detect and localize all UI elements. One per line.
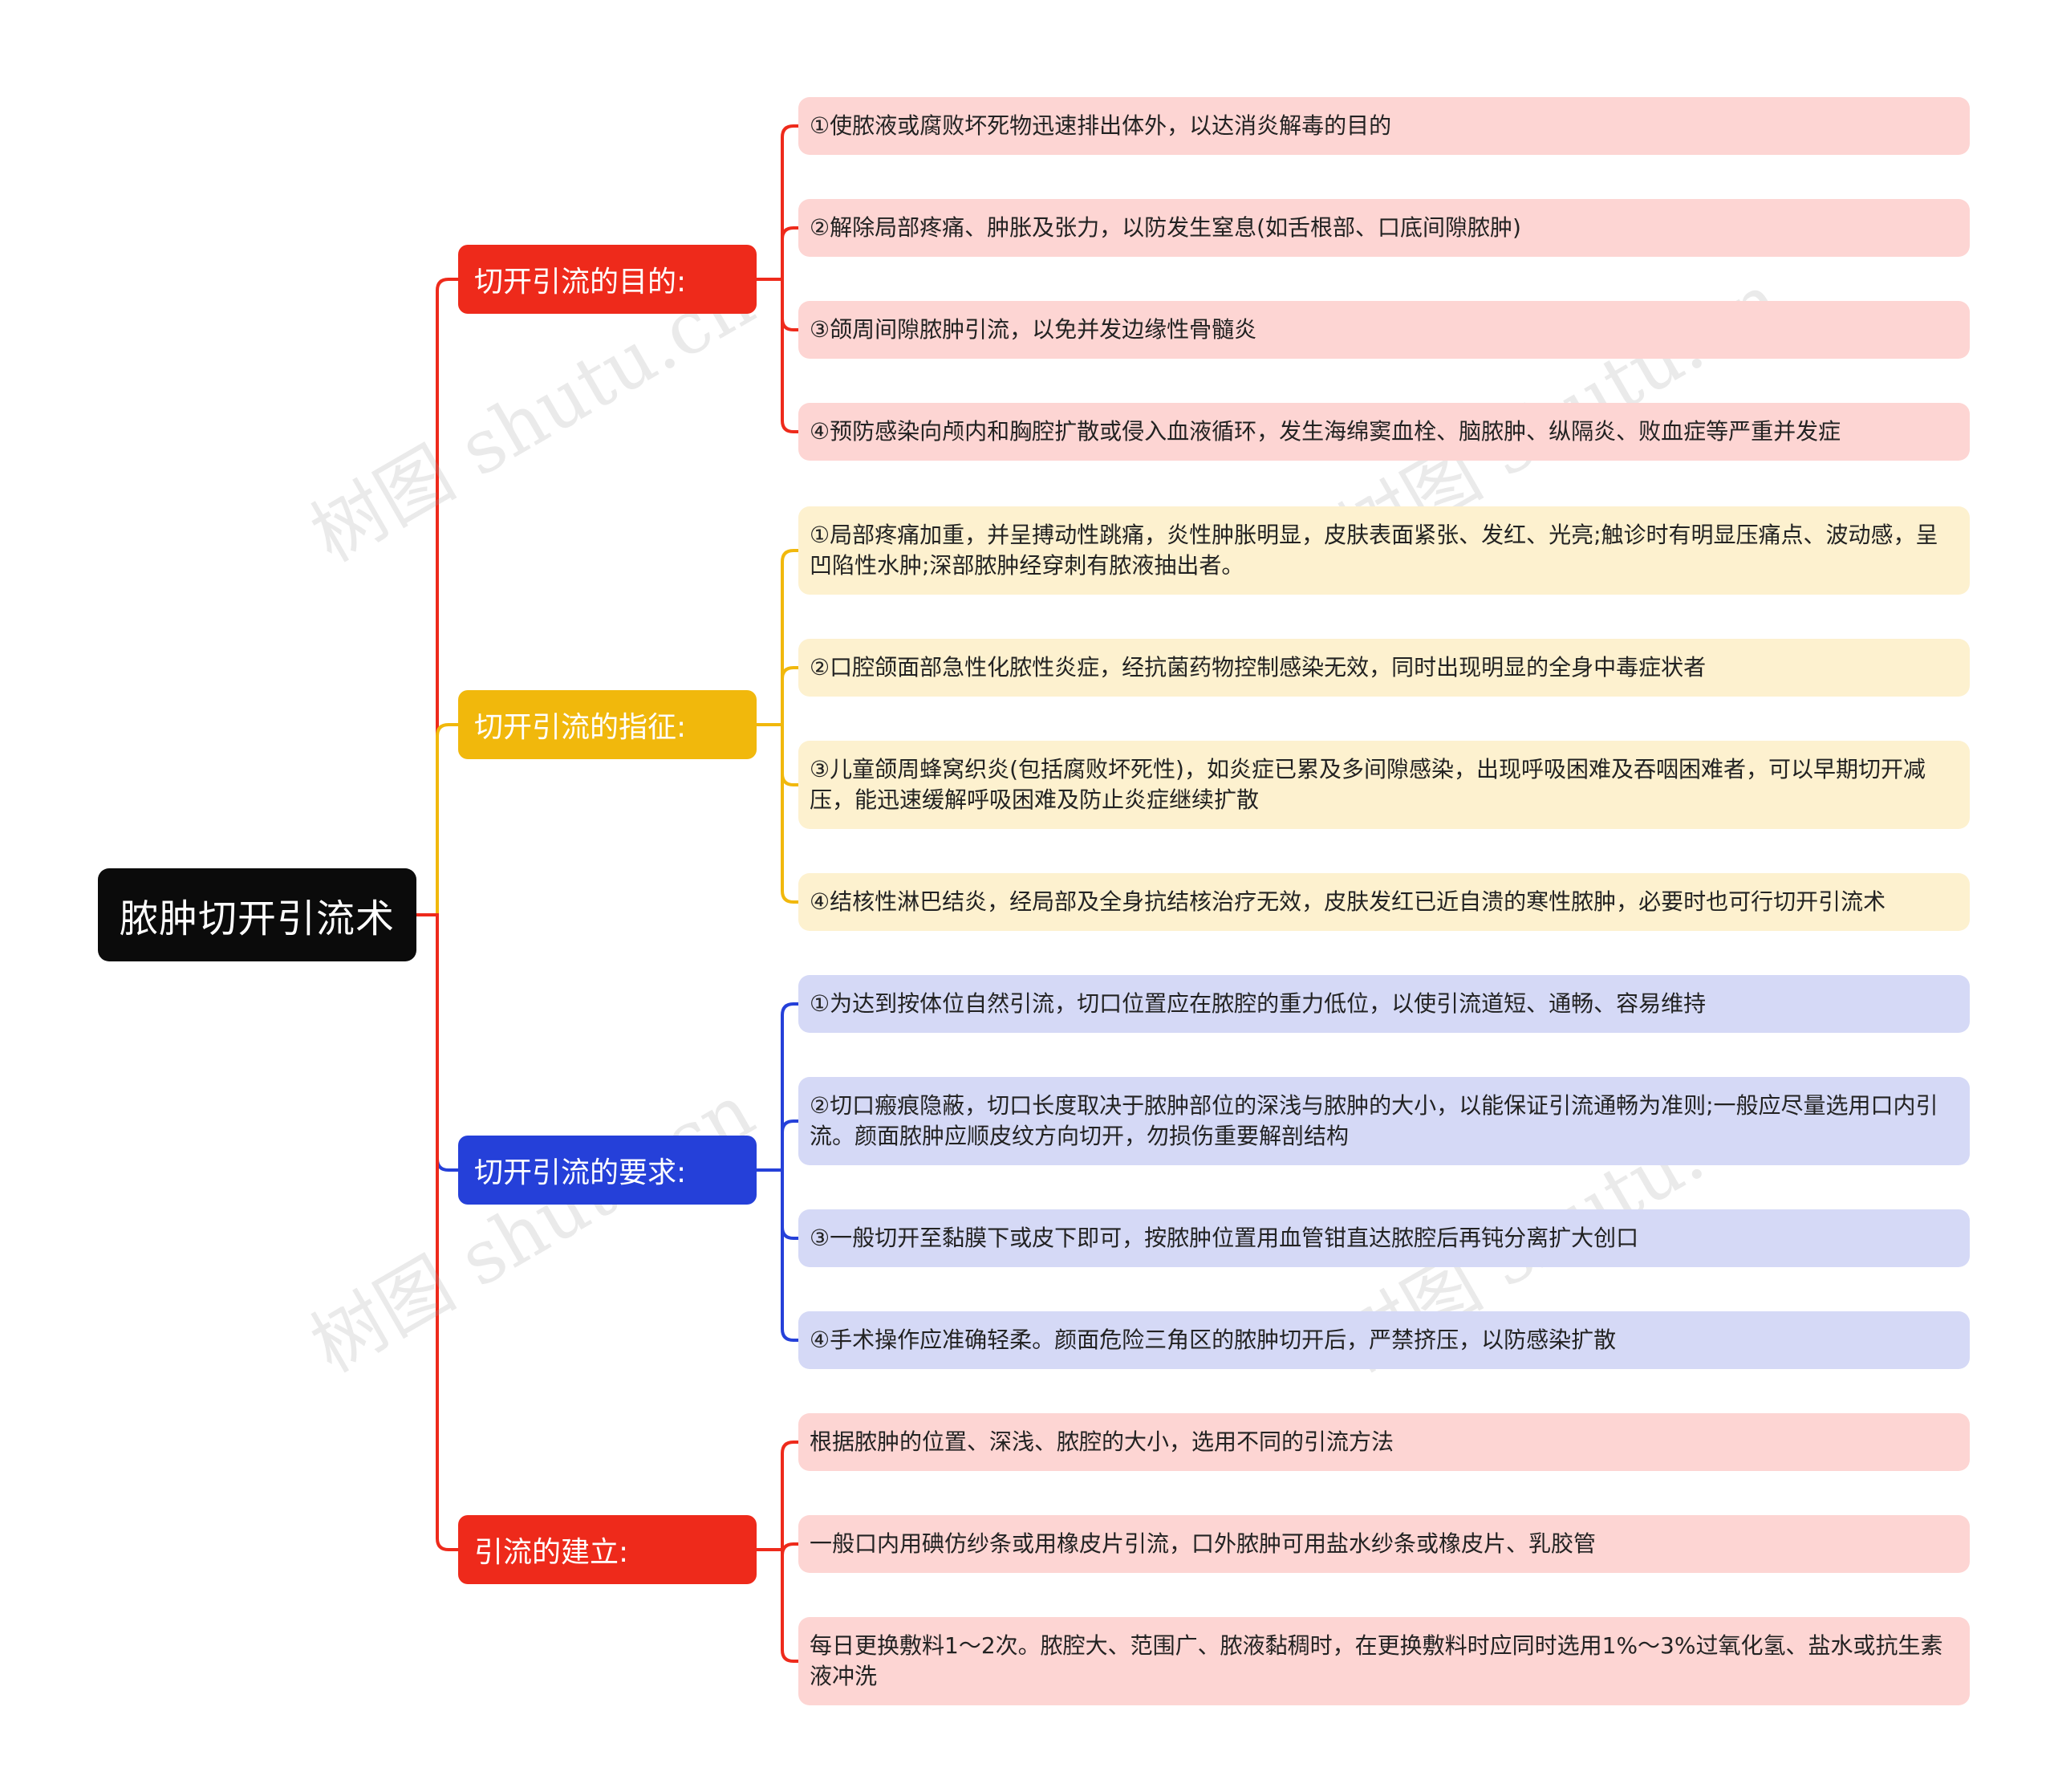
leaf-node[interactable]: ②口腔颌面部急性化脓性炎症，经抗菌药物控制感染无效，同时出现明显的全身中毒症状者	[798, 639, 1970, 697]
root-node[interactable]: 脓肿切开引流术	[98, 868, 416, 961]
leaf-text: ④结核性淋巴结炎，经局部及全身抗结核治疗无效，皮肤发红已近自溃的寒性脓肿，必要时…	[810, 888, 1886, 915]
connector-line	[415, 913, 460, 1551]
branch-label: 切开引流的要求:	[474, 1156, 687, 1189]
leaf-text: 根据脓肿的位置、深浅、脓腔的大小，选用不同的引流方法	[810, 1428, 1394, 1455]
leaf-node[interactable]: ④预防感染向颅内和胸腔扩散或侵入血液循环，发生海绵窦血栓、脑脓肿、纵隔炎、败血症…	[798, 403, 1970, 461]
leaf-node[interactable]: 每日更换敷料1～2次。脓腔大、范围广、脓液黏稠时，在更换敷料时应同时选用1%～3…	[798, 1617, 1970, 1705]
connector-line	[755, 1119, 800, 1172]
leaf-text: ②口腔颌面部急性化脓性炎症，经抗菌药物控制感染无效，同时出现明显的全身中毒症状者	[810, 654, 1707, 681]
leaf-node[interactable]: ④结核性淋巴结炎，经局部及全身抗结核治疗无效，皮肤发红已近自溃的寒性脓肿，必要时…	[798, 873, 1970, 931]
leaf-node[interactable]: ③儿童颌周蜂窝织炎(包括腐败坏死性)，如炎症已累及多间隙感染，出现呼吸困难及吞咽…	[798, 741, 1970, 829]
leaf-text: ③一般切开至黏膜下或皮下即可，按脓肿位置用血管钳直达脓腔后再钝分离扩大创口	[810, 1225, 1639, 1251]
leaf-node[interactable]: ①局部疼痛加重，并呈搏动性跳痛，炎性肿胀明显，皮肤表面紧张、发红、光亮;触诊时有…	[798, 506, 1970, 595]
leaf-text: ③颌周间隙脓肿引流，以免并发边缘性骨髓炎	[810, 316, 1257, 343]
connector-line	[755, 549, 800, 726]
leaf-text: ①为达到按体位自然引流，切口位置应在脓腔的重力低位，以使引流道短、通畅、容易维持	[810, 990, 1707, 1017]
leaf-node[interactable]: ②切口瘢痕隐蔽，切口长度取决于脓肿部位的深浅与脓肿的大小，以能保证引流通畅为准则…	[798, 1077, 1970, 1165]
branch-drainage[interactable]: 引流的建立:	[458, 1515, 757, 1584]
leaf-node[interactable]: ①使脓液或腐败坏死物迅速排出体外，以达消炎解毒的目的	[798, 97, 1970, 155]
connector-line	[755, 1168, 800, 1342]
connector-line	[755, 1002, 800, 1172]
branch-label: 切开引流的目的:	[474, 266, 687, 299]
branch-requirements[interactable]: 切开引流的要求:	[458, 1136, 757, 1205]
leaf-node[interactable]: ②解除局部疼痛、肿胀及张力，以防发生窒息(如舌根部、口底间隙脓肿)	[798, 199, 1970, 257]
connector-line	[755, 666, 800, 726]
leaf-node[interactable]: ③颌周间隙脓肿引流，以免并发边缘性骨髓炎	[798, 301, 1970, 359]
branch-indications[interactable]: 切开引流的指征:	[458, 690, 757, 759]
leaf-node[interactable]: 根据脓肿的位置、深浅、脓腔的大小，选用不同的引流方法	[798, 1413, 1970, 1471]
leaf-text: ①局部疼痛加重，并呈搏动性跳痛，炎性肿胀明显，皮肤表面紧张、发红、光亮;触诊时有…	[810, 522, 1938, 579]
leaf-text: ②解除局部疼痛、肿胀及张力，以防发生窒息(如舌根部、口底间隙脓肿)	[810, 214, 1521, 241]
leaf-text: ②切口瘢痕隐蔽，切口长度取决于脓肿部位的深浅与脓肿的大小，以能保证引流通畅为准则…	[810, 1092, 1938, 1149]
leaf-node[interactable]: ③一般切开至黏膜下或皮下即可，按脓肿位置用血管钳直达脓腔后再钝分离扩大创口	[798, 1209, 1970, 1267]
branch-purpose[interactable]: 切开引流的目的:	[458, 245, 757, 314]
connector-line	[755, 1168, 800, 1240]
connector-line	[755, 226, 800, 281]
connector-line	[755, 723, 800, 786]
connector-line	[415, 723, 460, 916]
leaf-text: ①使脓液或腐败坏死物迅速排出体外，以达消炎解毒的目的	[810, 112, 1392, 139]
branch-label: 引流的建立:	[474, 1536, 629, 1569]
leaf-text: 一般口内用碘仿纱条或用橡皮片引流，口外脓肿可用盐水纱条或橡皮片、乳胶管	[810, 1530, 1597, 1557]
connector-line	[415, 278, 460, 916]
connector-line	[755, 723, 800, 904]
leaf-node[interactable]: ④手术操作应准确轻柔。颜面危险三角区的脓肿切开后，严禁挤压，以防感染扩散	[798, 1311, 1970, 1369]
leaf-node[interactable]: 一般口内用碘仿纱条或用橡皮片引流，口外脓肿可用盐水纱条或橡皮片、乳胶管	[798, 1515, 1970, 1573]
leaf-text: ③儿童颌周蜂窝织炎(包括腐败坏死性)，如炎症已累及多间隙感染，出现呼吸困难及吞咽…	[810, 756, 1926, 813]
connector-line	[755, 124, 800, 281]
connector-line	[755, 278, 800, 433]
leaf-text: 每日更换敷料1～2次。脓腔大、范围广、脓液黏稠时，在更换敷料时应同时选用1%～3…	[810, 1632, 1943, 1689]
leaf-text: ④手术操作应准确轻柔。颜面危险三角区的脓肿切开后，严禁挤压，以防感染扩散	[810, 1327, 1617, 1353]
branch-label: 切开引流的指征:	[474, 711, 687, 744]
connector-line	[755, 278, 800, 331]
connector-line	[755, 1548, 800, 1663]
root-label: 脓肿切开引流术	[119, 896, 395, 941]
leaf-text: ④预防感染向颅内和胸腔扩散或侵入血液循环，发生海绵窦血栓、脑脓肿、纵隔炎、败血症…	[810, 418, 1841, 445]
connector-line	[755, 1441, 800, 1551]
leaf-node[interactable]: ①为达到按体位自然引流，切口位置应在脓腔的重力低位，以使引流道短、通畅、容易维持	[798, 975, 1970, 1033]
